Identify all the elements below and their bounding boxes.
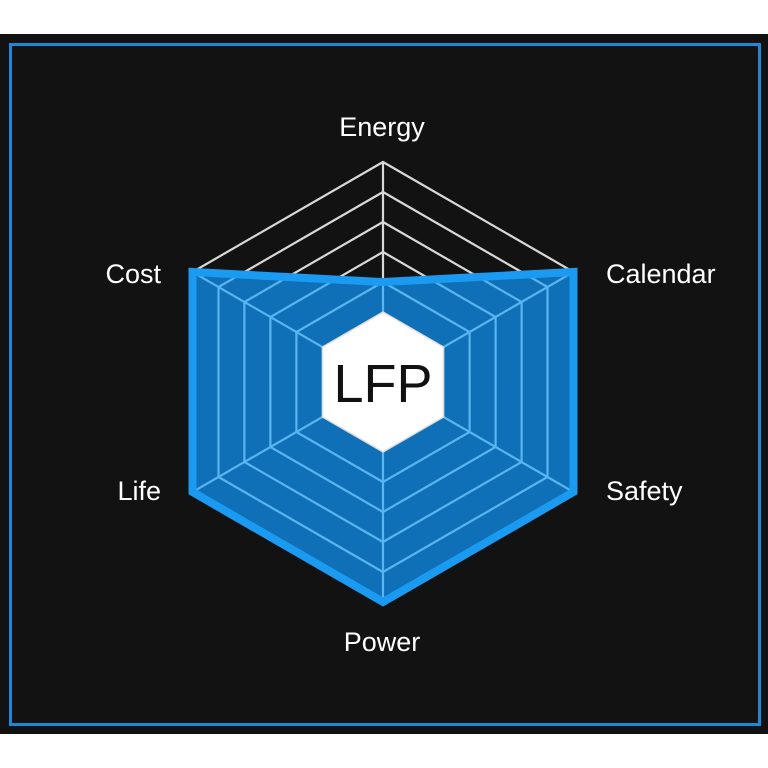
chart-frame: [9, 43, 761, 726]
axis-label-calendar: Calendar: [606, 259, 716, 289]
axis-label-life: Life: [117, 476, 161, 506]
series-outline: [188, 267, 578, 607]
axis-label-safety: Safety: [606, 476, 683, 506]
hub-label: LFP: [333, 354, 432, 414]
axis-label-energy: Energy: [339, 112, 425, 142]
hub-hexagon: [321, 311, 445, 453]
hub-hexagon-shape: [321, 311, 445, 453]
axis-label-power: Power: [344, 627, 421, 657]
axis-label-cost: Cost: [105, 259, 161, 289]
series-outline-lfp: [188, 267, 578, 607]
